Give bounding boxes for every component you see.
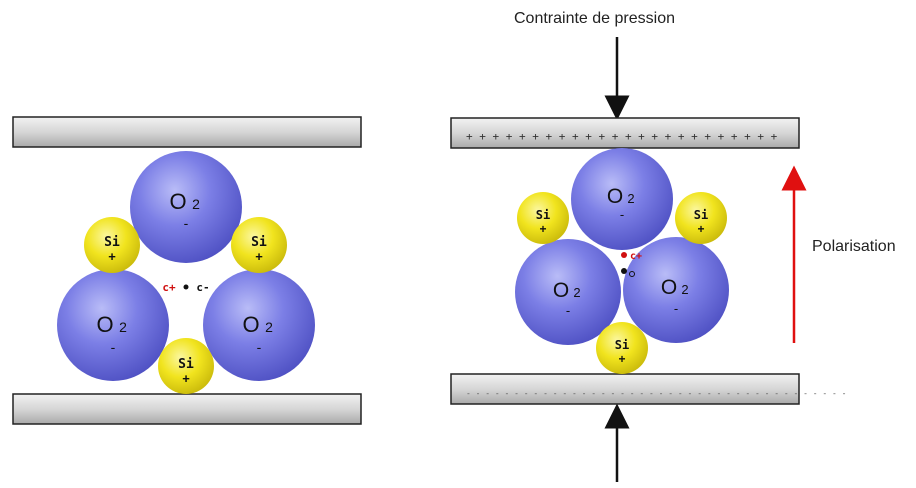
right-bottom-plate [450, 373, 800, 405]
oxygen-charge: - [184, 215, 189, 231]
silicon-atom: Si + [675, 192, 727, 244]
silicon-atom: Si + [158, 338, 214, 394]
oxygen-symbol: O [607, 185, 623, 208]
silicon-symbol: Si [251, 235, 267, 250]
silicon-atom: Si + [596, 322, 648, 374]
left-bottom-plate [12, 393, 362, 425]
left-top-plate [12, 116, 362, 148]
negative-surface-charges: - - - - - - - - - - - - - - - - - - - - … [466, 389, 847, 398]
oxygen-charge: - [566, 303, 570, 318]
oxygen-symbol: O [169, 189, 186, 214]
silicon-atom: Si + [517, 192, 569, 244]
right-top-plate [450, 117, 800, 149]
oxygen-subscript: 2 [681, 282, 688, 297]
silicon-charge: + [182, 371, 190, 386]
oxygen-subscript: 2 [119, 319, 127, 335]
oxygen-charge: - [257, 339, 262, 355]
oxygen-symbol: O [242, 312, 259, 337]
oxygen-atom: O 2 - [571, 148, 673, 250]
right-charge-centers: c+ [621, 251, 642, 277]
oxygen-atom: O 2 - [130, 151, 242, 263]
polarisation-label: Polarisation [812, 238, 896, 255]
oxygen-symbol: O [96, 312, 113, 337]
oxygen-charge: - [620, 207, 624, 222]
silicon-symbol: Si [104, 235, 120, 250]
oxygen-atom: O 2 - [515, 239, 621, 345]
silicon-charge: + [108, 249, 116, 264]
positive-charge-center: c+ [630, 251, 642, 262]
silicon-symbol: Si [536, 208, 550, 222]
silicon-atom: Si + [231, 217, 287, 273]
silicon-symbol: Si [615, 338, 629, 352]
oxygen-subscript: 2 [265, 319, 273, 335]
left-charge-centers: c+ c- [162, 281, 209, 294]
positive-surface-charges: + + + + + + + + + + + + + + + + + + + + … [466, 130, 778, 143]
silicon-symbol: Si [178, 357, 194, 372]
oxygen-atom: O 2 - [623, 237, 729, 343]
silicon-charge: + [697, 222, 704, 236]
oxygen-charge: - [674, 301, 678, 316]
negative-charge-center: c- [196, 281, 209, 294]
oxygen-subscript: 2 [627, 191, 634, 206]
oxygen-atom: O 2 - [203, 269, 315, 381]
pressure-label: Contrainte de pression [514, 10, 675, 27]
silicon-charge: + [255, 249, 263, 264]
oxygen-atom: O 2 - [57, 269, 169, 381]
oxygen-charge: - [111, 339, 116, 355]
silicon-atom: Si + [84, 217, 140, 273]
silicon-symbol: Si [694, 208, 708, 222]
positive-charge-center: c+ [162, 281, 176, 294]
oxygen-subscript: 2 [573, 285, 580, 300]
oxygen-subscript: 2 [192, 196, 200, 212]
oxygen-symbol: O [553, 279, 569, 302]
right-crystal: + + + + + + + + + + + + + + + + + + + + … [450, 37, 847, 482]
silicon-charge: + [539, 222, 546, 236]
oxygen-symbol: O [661, 276, 677, 299]
left-crystal: O 2 - O 2 - O 2 - Si + Si + Si [12, 116, 362, 425]
silicon-charge: + [618, 352, 625, 366]
